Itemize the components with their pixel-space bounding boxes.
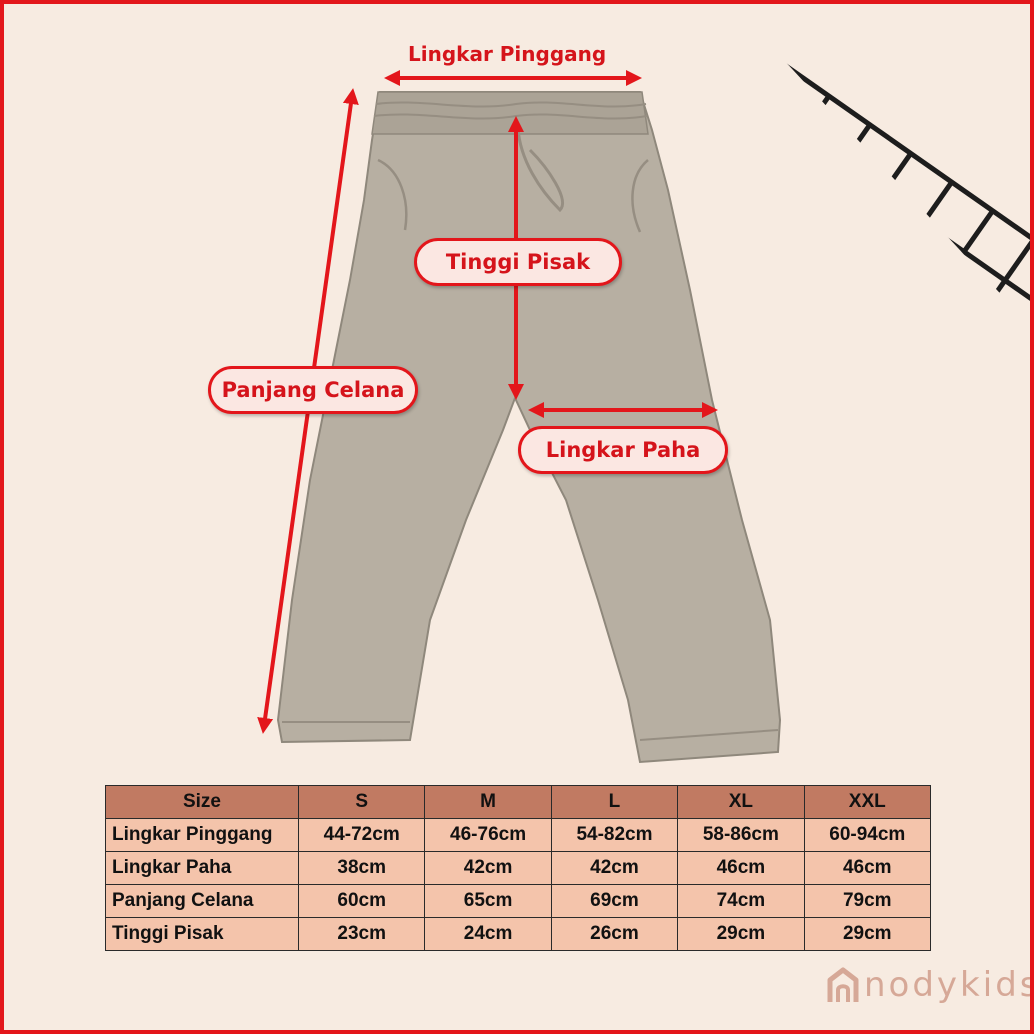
table-header-row: Size S M L XL XXL — [105, 785, 932, 819]
brand-name: nodykids — [864, 965, 1034, 1005]
thigh-label: Lingkar Paha — [518, 426, 728, 474]
table-cell: 29cm — [677, 917, 805, 951]
header-cell: L — [550, 785, 679, 819]
header-cell: XL — [677, 785, 805, 819]
table-cell: 44-72cm — [297, 818, 426, 852]
table-row: Lingkar Paha 38cm 42cm 42cm 46cm 46cm — [105, 851, 932, 885]
table-cell: 42cm — [550, 851, 679, 885]
header-cell: XXL — [803, 785, 932, 819]
waist-label: Lingkar Pinggang — [408, 42, 607, 66]
table-cell: 46-76cm — [424, 818, 552, 852]
header-cell: S — [297, 785, 426, 819]
table-row: Panjang Celana 60cm 65cm 69cm 74cm 79cm — [105, 884, 932, 918]
table-cell: 54-82cm — [550, 818, 679, 852]
header-cell: Size — [105, 785, 299, 819]
row-label: Tinggi Pisak — [105, 917, 299, 951]
table-cell: 79cm — [803, 884, 932, 918]
table-cell: 42cm — [424, 851, 552, 885]
table-cell: 58-86cm — [677, 818, 805, 852]
header-cell: M — [424, 785, 552, 819]
table-cell: 60cm — [297, 884, 426, 918]
table-cell: 65cm — [424, 884, 552, 918]
house-icon — [827, 967, 859, 1002]
table-cell: 46cm — [803, 851, 932, 885]
table-cell: 74cm — [677, 884, 805, 918]
table-cell: 46cm — [677, 851, 805, 885]
table-cell: 24cm — [424, 917, 552, 951]
rise-label: Tinggi Pisak — [414, 238, 622, 286]
table-cell: 69cm — [550, 884, 679, 918]
table-cell: 26cm — [550, 917, 679, 951]
size-chart-table: Size S M L XL XXL Lingkar Pinggang 44-72… — [105, 785, 932, 951]
brand-logo: nodykids — [826, 960, 1034, 1010]
row-label: Lingkar Pinggang — [105, 818, 299, 852]
row-label: Lingkar Paha — [105, 851, 299, 885]
row-label: Panjang Celana — [105, 884, 299, 918]
table-row: Tinggi Pisak 23cm 24cm 26cm 29cm 29cm — [105, 917, 932, 951]
table-cell: 38cm — [297, 851, 426, 885]
table-cell: 60-94cm — [803, 818, 932, 852]
table-cell: 29cm — [803, 917, 932, 951]
table-cell: 23cm — [297, 917, 426, 951]
table-row: Lingkar Pinggang 44-72cm 46-76cm 54-82cm… — [105, 818, 932, 852]
length-label: Panjang Celana — [208, 366, 418, 414]
